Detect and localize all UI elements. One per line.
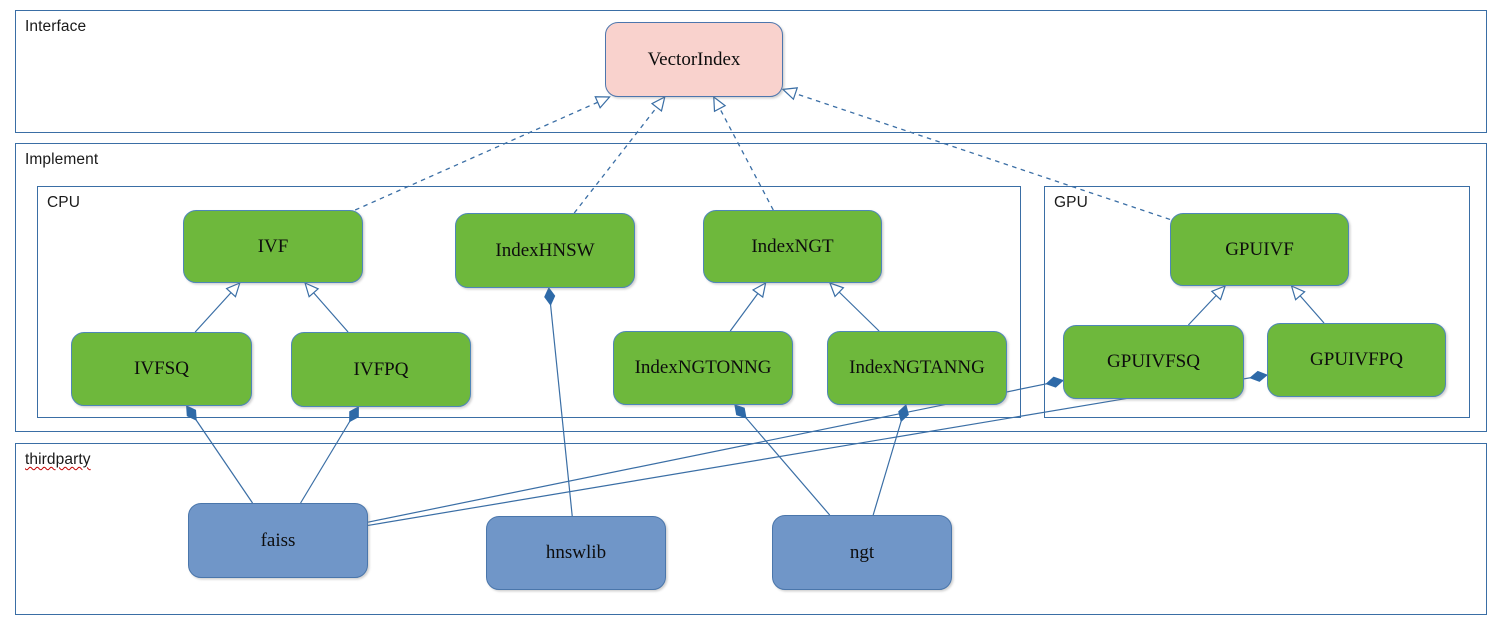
group-label-implement: Implement bbox=[25, 151, 99, 168]
class-node-indexhnsw[interactable]: IndexHNSW bbox=[455, 213, 635, 288]
group-label-thirdparty: thirdparty bbox=[25, 451, 91, 468]
class-node-label: VectorIndex bbox=[647, 48, 741, 70]
class-node-ivf[interactable]: IVF bbox=[183, 210, 363, 283]
class-node-hnswlib[interactable]: hnswlib bbox=[486, 516, 666, 590]
class-node-label: IndexHNSW bbox=[495, 239, 595, 261]
class-node-label: hnswlib bbox=[545, 542, 607, 563]
class-node-gpuivfpq[interactable]: GPUIVFPQ bbox=[1267, 323, 1446, 397]
class-node-faiss[interactable]: faiss bbox=[188, 503, 368, 578]
group-label-cpu: CPU bbox=[47, 194, 81, 211]
class-node-label: faiss bbox=[260, 529, 296, 551]
class-node-label: IVFSQ bbox=[134, 358, 189, 379]
class-node-label: IVFPQ bbox=[353, 358, 409, 380]
group-label-gpu: GPU bbox=[1054, 194, 1088, 211]
class-node-label: ngt bbox=[849, 541, 875, 563]
class-node-label: GPUIVFPQ bbox=[1310, 349, 1403, 370]
class-node-ngt[interactable]: ngt bbox=[772, 515, 952, 590]
class-node-gpuivf[interactable]: GPUIVF bbox=[1170, 213, 1349, 286]
class-node-label: IVF bbox=[257, 235, 289, 257]
class-node-indexngt[interactable]: IndexNGT bbox=[703, 210, 882, 283]
class-node-label: IndexNGTONNG bbox=[634, 357, 772, 378]
class-node-ivfsq[interactable]: IVFSQ bbox=[71, 332, 252, 406]
class-node-vectorindex[interactable]: VectorIndex bbox=[605, 22, 783, 97]
class-node-label: IndexNGT bbox=[751, 235, 834, 257]
group-label-interface: Interface bbox=[25, 18, 87, 35]
class-node-label: GPUIVF bbox=[1225, 238, 1294, 260]
class-node-label: GPUIVFSQ bbox=[1107, 351, 1200, 372]
class-node-label: IndexNGTANNG bbox=[849, 357, 985, 378]
class-node-indexngtonng[interactable]: IndexNGTONNG bbox=[613, 331, 793, 405]
class-node-gpuivfsq[interactable]: GPUIVFSQ bbox=[1063, 325, 1244, 399]
class-node-indexngtanng[interactable]: IndexNGTANNG bbox=[827, 331, 1007, 405]
class-node-ivfpq[interactable]: IVFPQ bbox=[291, 332, 471, 407]
